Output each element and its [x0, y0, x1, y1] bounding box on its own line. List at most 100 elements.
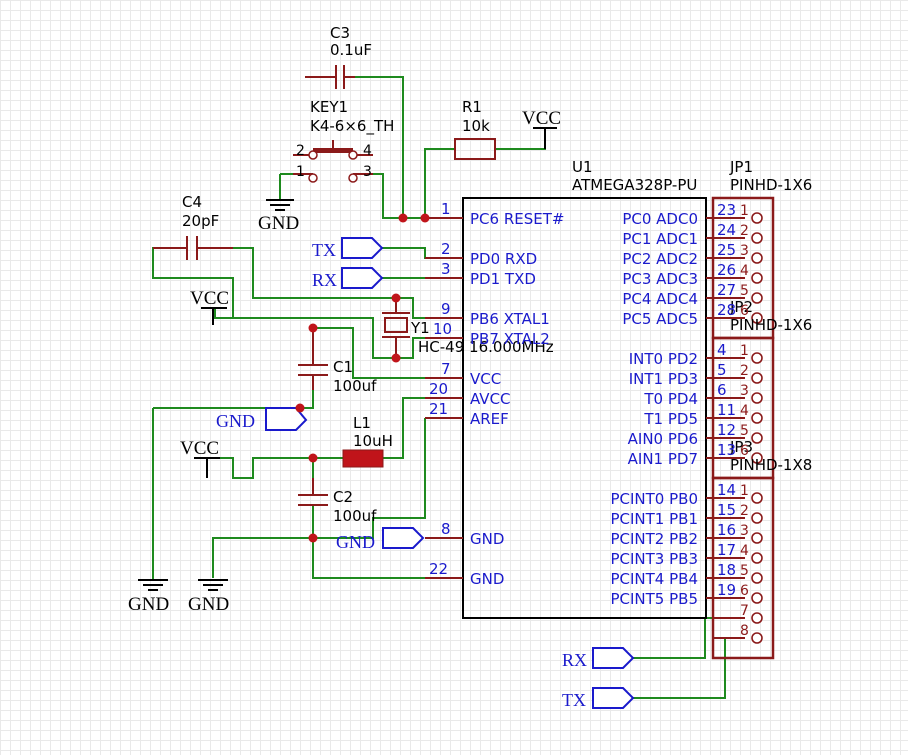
header-pin-num: 5	[740, 283, 749, 299]
jp2-ref: JP2	[729, 298, 753, 316]
u1-pin-num: 23	[717, 201, 736, 219]
header-pin-num: 4	[740, 263, 749, 279]
gnd-label-port-pin8: GND	[336, 532, 375, 552]
key1-ref: KEY1	[310, 98, 348, 116]
c4-value: 20pF	[182, 212, 219, 230]
u1-pin-num: 28	[717, 301, 736, 319]
u1-ref: U1	[572, 158, 593, 176]
header-pin-num: 2	[740, 363, 749, 379]
gnd-symbol-key1	[266, 173, 294, 211]
u1-value: ATMEGA328P-PU	[572, 176, 697, 194]
jp3-value: PINHD-1X8	[730, 456, 812, 474]
key1-pin-1: 1	[296, 164, 305, 180]
key1-pin-4: 4	[363, 143, 372, 159]
header-pin-num: 5	[740, 563, 749, 579]
u1-pin-name: AREF	[470, 410, 509, 428]
rx-label-left: RX	[312, 270, 337, 290]
gnd-label-bottom-1: GND	[128, 594, 169, 615]
u1-pin-name: GND	[470, 570, 504, 588]
gnd-symbol-bottom-2	[198, 579, 228, 591]
u1-left-pin-lines	[425, 217, 463, 579]
vcc-label-left-bottom: VCC	[180, 438, 219, 459]
u1-body	[462, 197, 707, 619]
gnd-symbol-bottom-1	[138, 579, 168, 591]
header-pin-num: 3	[740, 383, 749, 399]
u1-pin-name: PC4 ADC4	[622, 290, 698, 308]
r1-symbol	[454, 138, 496, 160]
y1-ref: Y1	[410, 319, 430, 337]
u1-pin-name: PCINT4 PB4	[610, 570, 698, 588]
u1-pin-name: PC1 ADC1	[622, 230, 698, 248]
u1-right-pin-nums: 23 24 25 26 27 28 4 5 6 11 12 13 14 15 1…	[717, 201, 736, 599]
u1-pin-num: 22	[429, 560, 448, 578]
u1-pin-name: T0 PD4	[643, 390, 698, 408]
header-pin-num: 8	[740, 623, 749, 639]
u1-pin-num: 24	[717, 221, 736, 239]
l1-symbol	[342, 449, 384, 468]
c1-value: 100uf	[333, 377, 377, 395]
jp1-value: PINHD-1X6	[730, 176, 812, 194]
u1-pin-num: 15	[717, 501, 736, 519]
u1-pin-num: 20	[429, 380, 448, 398]
u1-pin-name: AVCC	[470, 390, 511, 408]
u1-pin-num: 16	[717, 521, 736, 539]
c2-value: 100uf	[333, 507, 377, 525]
jp2-value: PINHD-1X6	[730, 316, 812, 334]
l1-value: 10uH	[353, 432, 393, 450]
header-pin-num: 1	[740, 203, 749, 219]
vcc-symbol-left-bottom	[194, 457, 220, 478]
jp3-body	[711, 476, 775, 660]
u1-pin-name: AIN1 PD7	[628, 450, 698, 468]
u1-pin-num: 25	[717, 241, 736, 259]
u1-pin-name: T1 PD5	[643, 410, 698, 428]
gnd-label-bottom-2: GND	[188, 594, 229, 615]
u1-pin-num: 4	[717, 341, 727, 359]
rx-port-bottom	[592, 647, 635, 669]
u1-pin-name: PC5 ADC5	[622, 310, 698, 328]
u1-pin-name: PCINT0 PB0	[610, 490, 698, 508]
u1-pin-num: 11	[717, 401, 736, 419]
header-pin-num: 6	[740, 583, 749, 599]
u1-pin-name: PCINT3 PB3	[610, 550, 698, 568]
tx-port-bottom	[592, 687, 635, 709]
key1-value: K4-6×6_TH	[310, 117, 394, 136]
gnd-label-key1: GND	[258, 213, 299, 234]
u1-pin-num: 17	[717, 541, 736, 559]
c3-symbol	[305, 65, 355, 89]
u1-pin-num: 2	[441, 240, 451, 258]
headers	[711, 196, 775, 660]
gnd-port-c1	[265, 407, 308, 431]
header-pin-nums: 1 2 3 4 5 6 1 2 3 4 5 6 1 2 3 4 5 6 7 8	[740, 203, 749, 639]
u1-pin-name: PB7 XTAL2	[470, 330, 550, 348]
vcc-symbol-r1	[533, 127, 557, 149]
u1-pin-num: 26	[717, 261, 736, 279]
u1-pin-name: PC6 RESET#	[470, 210, 564, 228]
net-ports	[265, 237, 635, 709]
u1-pin-num: 10	[433, 320, 452, 338]
u1-pin-num: 13	[717, 441, 736, 459]
u1-pin-name: INT0 PD2	[629, 350, 698, 368]
u1-pin-num: 1	[441, 200, 451, 218]
u1-pin-num: 8	[441, 520, 451, 538]
tx-label-left: TX	[312, 240, 336, 260]
u1-pin-name: PCINT1 PB1	[610, 510, 698, 528]
rx-label-bottom: RX	[562, 650, 587, 670]
u1-pin-name: AIN0 PD6	[628, 430, 698, 448]
header-pin-num: 1	[740, 483, 749, 499]
u1-pin-name: PC0 ADC0	[622, 210, 698, 228]
u1-right-pin-names: PC0 ADC0 PC1 ADC1 PC2 ADC2 PC3 ADC3 PC4 …	[610, 210, 698, 608]
vcc-label-left-top: VCC	[190, 288, 229, 309]
header-pin-num: 4	[740, 543, 749, 559]
u1-pin-num: 3	[441, 260, 451, 278]
u1-pin-num: 6	[717, 381, 727, 399]
c1-ref: C1	[333, 358, 353, 376]
key1-pin-3: 3	[363, 164, 372, 180]
u1-pin-name: PB6 XTAL1	[470, 310, 550, 328]
header-pin-num: 1	[740, 343, 749, 359]
u1-pin-name: PCINT5 PB5	[610, 590, 698, 608]
c4-symbol	[153, 236, 233, 260]
rx-port-left	[341, 267, 384, 289]
tx-port-left	[341, 237, 384, 259]
vcc-label-r1: VCC	[522, 108, 561, 129]
u1-pin-name: GND	[470, 530, 504, 548]
